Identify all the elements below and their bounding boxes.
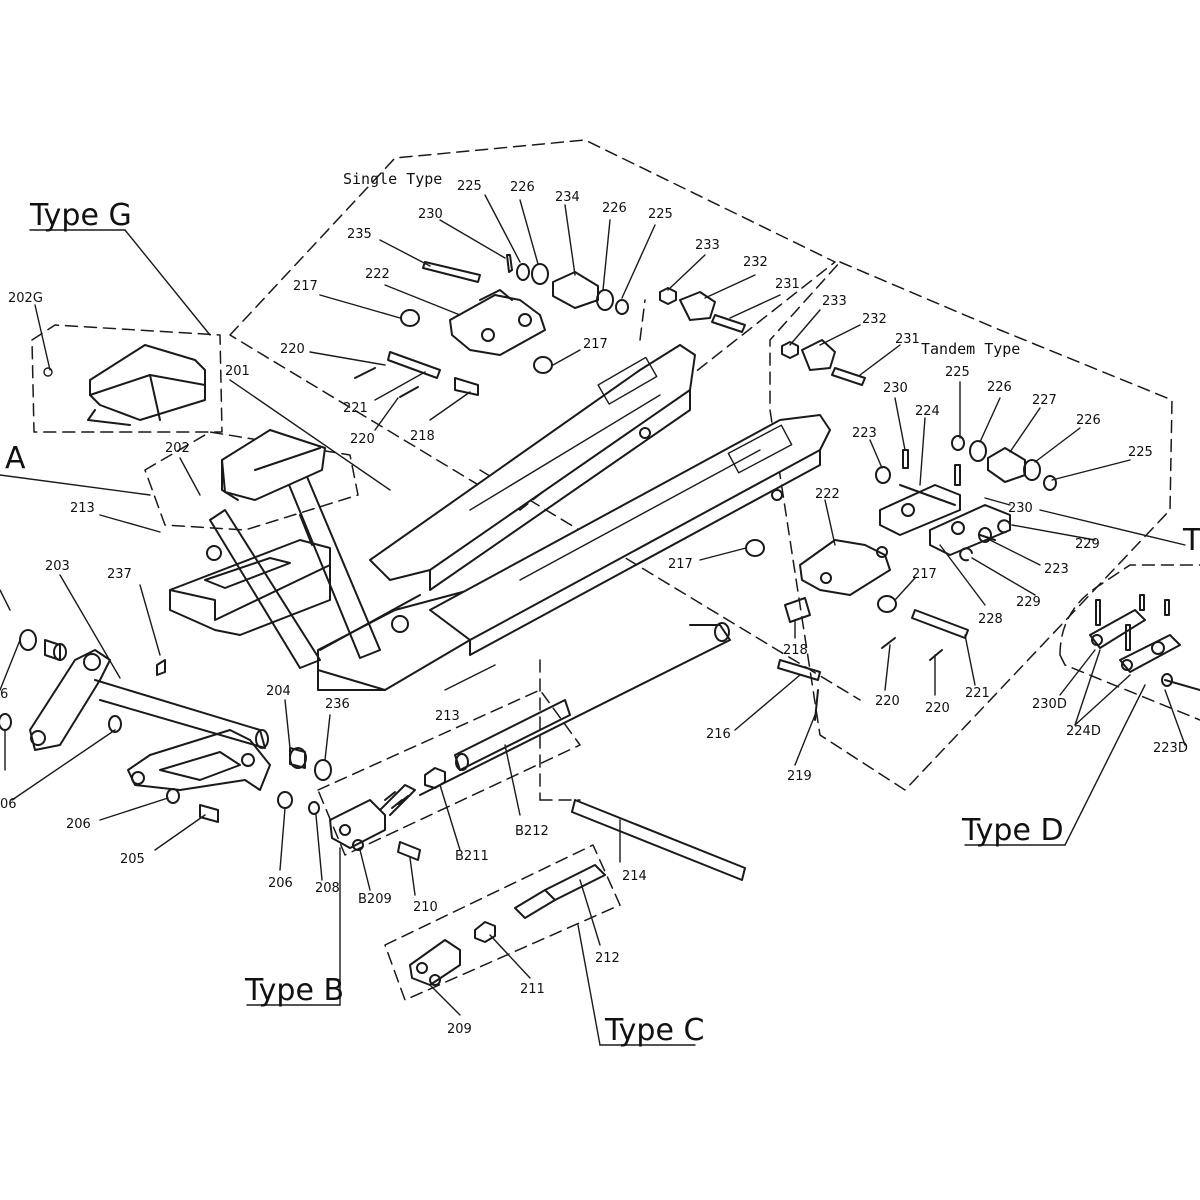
part-number-l223a: 223 (852, 426, 877, 441)
part-number-l222b: 222 (815, 487, 840, 502)
part-number-l206d: 06 (0, 797, 17, 812)
part-number-l226c: 226 (987, 380, 1012, 395)
part-number-l226a: 226 (510, 180, 535, 195)
part-number-l224: 224 (915, 404, 940, 419)
callout-labels: Type G Type B Type C Type D A T Single T… (0, 170, 1200, 1048)
part-number-l227: 227 (1032, 393, 1057, 408)
title-type-c: Type C (604, 1013, 704, 1048)
type-d-parts (1089, 594, 1200, 691)
part-number-l221a: 221 (343, 401, 368, 416)
part-number-l201: 201 (225, 364, 250, 379)
part-number-l223D: 223D (1153, 741, 1188, 756)
part-number-l237: 237 (107, 567, 132, 582)
part-number-l225c: 225 (945, 365, 970, 380)
connector-dash-4 (639, 299, 646, 341)
rod-216-pushrod (419, 624, 731, 796)
type-b-outline (317, 689, 581, 856)
subtitle-single-type: Single Type (343, 170, 442, 188)
part-number-l229a: 229 (1075, 537, 1100, 552)
part-number-l206b: 206 (268, 876, 293, 891)
part-number-l225a: 225 (457, 179, 482, 194)
part-number-lB212: B212 (515, 824, 549, 839)
part-number-l204: 204 (266, 684, 291, 699)
type-a-outline (144, 431, 359, 531)
part-number-l217b: 217 (583, 337, 608, 352)
title-type-b: Type B (244, 973, 344, 1008)
title-type-d: Type D (961, 813, 1064, 848)
main-frame (169, 344, 831, 691)
title-type-edge: T (1182, 523, 1200, 558)
type-g-outline (31, 324, 223, 433)
part-number-l220d: 220 (925, 701, 950, 716)
part-number-l225d: 225 (1128, 445, 1153, 460)
part-number-l234: 234 (555, 190, 580, 205)
part-number-l233b: 233 (822, 294, 847, 309)
part-number-l202: 202 (165, 441, 190, 456)
part-number-l230D: 230D (1032, 697, 1067, 712)
part-number-l206e: 6 (0, 687, 8, 702)
part-number-l217c: 217 (668, 557, 693, 572)
part-number-l231b: 231 (895, 332, 920, 347)
part-number-l218b: 218 (783, 643, 808, 658)
connector-dash-3 (479, 469, 861, 701)
part-number-l224D: 224D (1066, 724, 1101, 739)
part-number-l230a: 230 (418, 207, 443, 222)
part-number-l232a: 232 (743, 255, 768, 270)
part-number-l213b: 213 (435, 709, 460, 724)
part-number-l202g: 202G (8, 291, 43, 306)
tandem-type-parts (745, 339, 1057, 721)
part-number-l223b: 223 (1044, 562, 1069, 577)
leader-lines (0, 194, 1186, 1046)
type-d-outline (1059, 564, 1200, 721)
part-number-l228: 228 (978, 612, 1003, 627)
part-number-l233a: 233 (695, 238, 720, 253)
part-number-l214: 214 (622, 869, 647, 884)
part-number-l217d: 217 (912, 567, 937, 582)
part-number-l220b: 220 (350, 432, 375, 447)
part-number-l216: 216 (706, 727, 731, 742)
part-number-l236: 236 (325, 697, 350, 712)
part-number-l232b: 232 (862, 312, 887, 327)
linkage-parts (0, 629, 332, 823)
type-c-parts (409, 864, 606, 986)
type-c-outline (384, 844, 621, 1001)
part-number-l208: 208 (315, 881, 340, 896)
part-number-l226b: 226 (602, 201, 627, 216)
part-number-l217a: 217 (293, 279, 318, 294)
part-number-l226d: 226 (1076, 413, 1101, 428)
part-number-l230b: 230 (883, 381, 908, 396)
part-number-l231a: 231 (775, 277, 800, 292)
part-number-lB211: B211 (455, 849, 489, 864)
part-number-l210: 210 (413, 900, 438, 915)
title-type-a: A (5, 441, 26, 476)
single-type-outline (229, 139, 836, 511)
part-number-l230c: 230 (1008, 501, 1033, 516)
part-number-l211: 211 (520, 982, 545, 997)
part-number-l205: 205 (120, 852, 145, 867)
type-g-part (43, 344, 206, 426)
part-number-l213a: 213 (70, 501, 95, 516)
part-number-lB209: B209 (358, 892, 392, 907)
part-number-l221b: 221 (965, 686, 990, 701)
part-number-l222a: 222 (365, 267, 390, 282)
part-number-l220a: 220 (280, 342, 305, 357)
part-number-l229b: 229 (1016, 595, 1041, 610)
rod-214 (571, 799, 746, 881)
part-number-l220c: 220 (875, 694, 900, 709)
tandem-type-outline (769, 261, 1173, 791)
part-number-l206a: 206 (66, 817, 91, 832)
part-number-l218a: 218 (410, 429, 435, 444)
part-number-l212: 212 (595, 951, 620, 966)
part-number-l225b: 225 (648, 207, 673, 222)
subtitle-tandem-type: Tandem Type (921, 340, 1020, 358)
part-number-l209: 209 (447, 1022, 472, 1037)
part-number-l203: 203 (45, 559, 70, 574)
title-type-g: Type G (29, 198, 132, 233)
part-number-l219: 219 (787, 769, 812, 784)
part-number-l235: 235 (347, 227, 372, 242)
